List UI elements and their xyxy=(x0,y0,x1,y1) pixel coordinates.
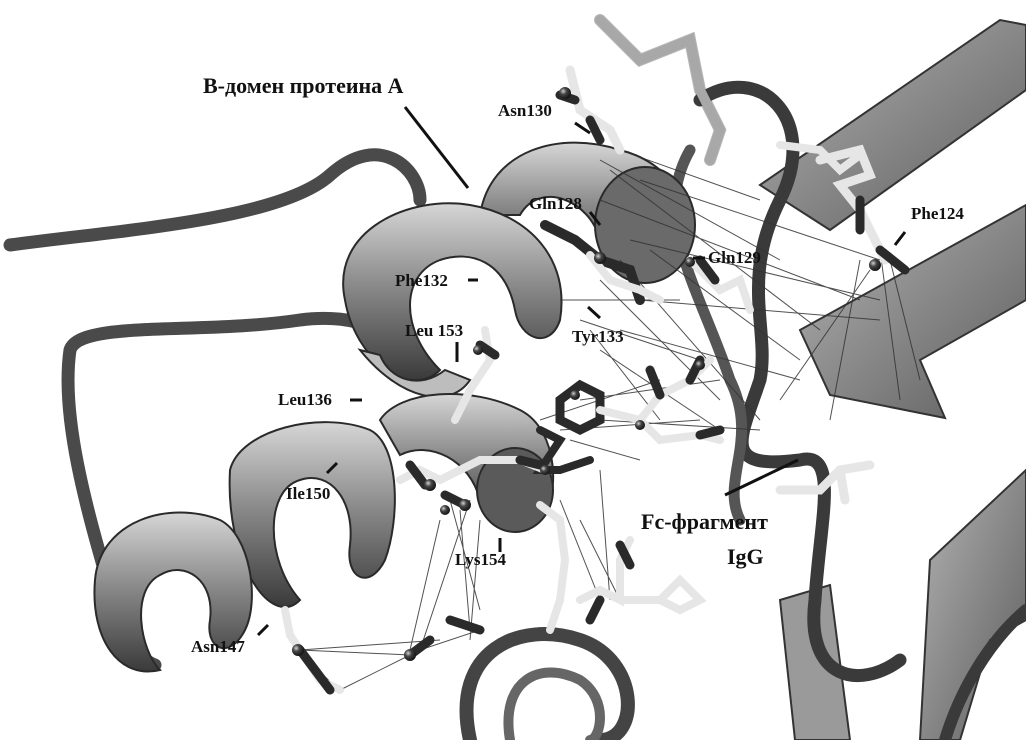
helix-4 xyxy=(230,422,395,607)
residue-label-phe132: Phe132 xyxy=(395,272,448,289)
fc-fragment-igg-label: IgG xyxy=(727,546,764,568)
residue-label-asn147: Asn147 xyxy=(191,638,245,655)
residue-label-asn130: Asn130 xyxy=(498,102,552,119)
stick-lys154 xyxy=(540,505,565,630)
protein-a-domain-label: B-домен протеина А xyxy=(203,75,404,97)
fc-sheet-arrow xyxy=(800,205,1026,418)
residue-label-gln129: Gln129 xyxy=(708,249,761,266)
residue-label-gln128: Gln128 xyxy=(529,195,582,212)
residue-label-tyr133: Tyr133 xyxy=(572,328,624,345)
residue-label-leu136: Leu136 xyxy=(278,391,332,408)
fc-coil-bottom-loop-2 xyxy=(508,673,600,740)
residue-label-lys154: Lys154 xyxy=(455,551,506,568)
stick-tyr133-ring xyxy=(560,385,600,430)
fc-sheet-upper xyxy=(760,20,1026,230)
residue-label-leu153: Leu 153 xyxy=(405,322,463,339)
residue-label-ile150: Ile150 xyxy=(286,485,330,502)
residue-label-phe124: Phe124 xyxy=(911,205,964,222)
fc-sheet-bottom-right xyxy=(920,470,1026,740)
protein-a-coil-n-terminal xyxy=(10,155,420,245)
fc-fragment-label: Fc-фрагмент xyxy=(641,511,768,533)
